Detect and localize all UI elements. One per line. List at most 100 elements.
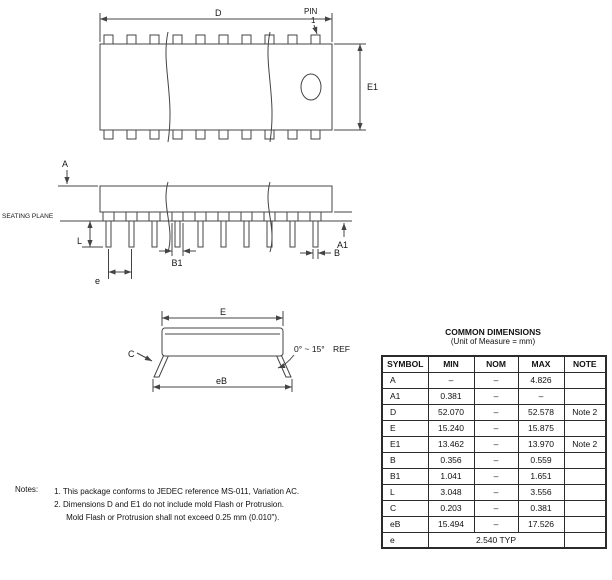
dimension-cell: L [381, 483, 429, 501]
dim-label-b: B [334, 248, 340, 258]
dimension-cell: 1.041 [427, 467, 475, 485]
dimension-cell: 0.356 [427, 451, 475, 469]
dimension-cell: 13.462 [427, 435, 475, 453]
dimension-cell: A1 [381, 387, 429, 405]
pin1-label: PIN [304, 7, 318, 16]
col-header-note: NOTE [563, 355, 607, 373]
dim-b1-annotation [159, 223, 196, 256]
note-line-3: Mold Flash or Protrusion shall not excee… [66, 513, 280, 522]
dimension-cell: 4.826 [517, 371, 565, 389]
notes-label: Notes: [15, 485, 39, 494]
dim-label-e: E [220, 307, 226, 317]
lead-angle-arc [277, 354, 295, 369]
dimension-cell: 52.070 [427, 403, 475, 421]
dimension-cell: 0.381 [517, 499, 565, 517]
dim-d-annotation [99, 13, 333, 42]
end-view: E C 0° ~ 15° REF eB [128, 307, 350, 392]
dimension-cell [563, 387, 607, 405]
dimension-cell: – [473, 435, 519, 453]
table-header-row: SYMBOL MIN NOM MAX NOTE [381, 355, 607, 373]
dimension-cell [563, 499, 607, 517]
dimension-cell [563, 467, 607, 485]
dimension-cell: 0.381 [427, 387, 475, 405]
dimension-cell [563, 531, 607, 549]
dimension-cell: 3.556 [517, 483, 565, 501]
package-body-end [161, 327, 284, 357]
table-title: COMMON DIMENSIONS [445, 327, 541, 337]
dimension-cell: 0.559 [517, 451, 565, 469]
dimension-cell [563, 419, 607, 437]
lead-angle-ref-label: REF [333, 344, 350, 354]
dimension-cell: 17.526 [517, 515, 565, 533]
package-body-top [99, 43, 333, 131]
dimension-cell: A [381, 371, 429, 389]
dimension-cell: E1 [381, 435, 429, 453]
notes-section: Notes: 1. This package conforms to JEDEC… [15, 485, 299, 524]
dimension-cell: – [473, 371, 519, 389]
dimension-cell [563, 483, 607, 501]
dim-label-l: L [77, 236, 82, 246]
dim-a-annotation [58, 170, 98, 187]
side-view: A SEATING PLANE A1 L B1 B e [2, 159, 352, 286]
pin1-number: 1 [311, 16, 316, 25]
break-lines-side-view [165, 181, 273, 253]
dimension-cell: B1 [381, 467, 429, 485]
table-subtitle: (Unit of Measure = mm) [450, 337, 536, 346]
dim-label-eb: eB [216, 376, 227, 386]
pin1-orientation-mark [300, 73, 322, 101]
dimension-cell: C [381, 499, 429, 517]
dimension-cell: – [473, 483, 519, 501]
dimension-cell: – [517, 387, 565, 405]
dimension-cell: Note 2 [563, 435, 607, 453]
dimension-cell: 15.494 [427, 515, 475, 533]
col-header-min: MIN [427, 355, 475, 373]
dim-label-c: C [128, 349, 135, 359]
dimension-cell [563, 451, 607, 469]
dimension-cell: 3.048 [427, 483, 475, 501]
dimension-cell: 1.651 [517, 467, 565, 485]
dimension-cell: E [381, 419, 429, 437]
dimension-cell: 0.203 [427, 499, 475, 517]
package-pins-bottom-row [103, 129, 321, 140]
dim-label-e-pitch: e [95, 276, 100, 286]
break-lines-top-view [165, 31, 273, 143]
lead-angle-label: 0° ~ 15° [294, 344, 325, 354]
dimension-cell: Note 2 [563, 403, 607, 421]
package-pins-top-row [103, 34, 321, 45]
col-header-max: MAX [517, 355, 565, 373]
note-line-2: 2. Dimensions D and E1 do not include mo… [54, 500, 285, 509]
dimension-cell: – [473, 467, 519, 485]
dim-l-annotation [82, 221, 103, 248]
dimension-cell: – [473, 515, 519, 533]
seating-plane-label: SEATING PLANE [2, 213, 54, 220]
dim-e1-annotation [334, 43, 366, 131]
pin1-callout-arrow [312, 24, 318, 35]
dim-a1-annotation [334, 211, 352, 237]
dimension-cell: 52.578 [517, 403, 565, 421]
dimension-cell: 2.540 TYP [427, 531, 565, 549]
notes-lines: 1. This package conforms to JEDEC refere… [54, 485, 299, 524]
dimension-cell: 13.970 [517, 435, 565, 453]
dimension-cell: e [381, 531, 429, 549]
dim-label-e1: E1 [367, 82, 378, 92]
col-header-symbol: SYMBOL [381, 355, 429, 373]
dimension-cell: – [427, 371, 475, 389]
dimension-cell: – [473, 499, 519, 517]
col-header-nom: NOM [473, 355, 519, 373]
dimension-cell [563, 515, 607, 533]
dim-b-annotation [300, 249, 331, 259]
package-leads-side [102, 211, 322, 248]
dimension-cell: eB [381, 515, 429, 533]
dimension-cell: – [473, 403, 519, 421]
dim-label-b1: B1 [171, 258, 182, 268]
